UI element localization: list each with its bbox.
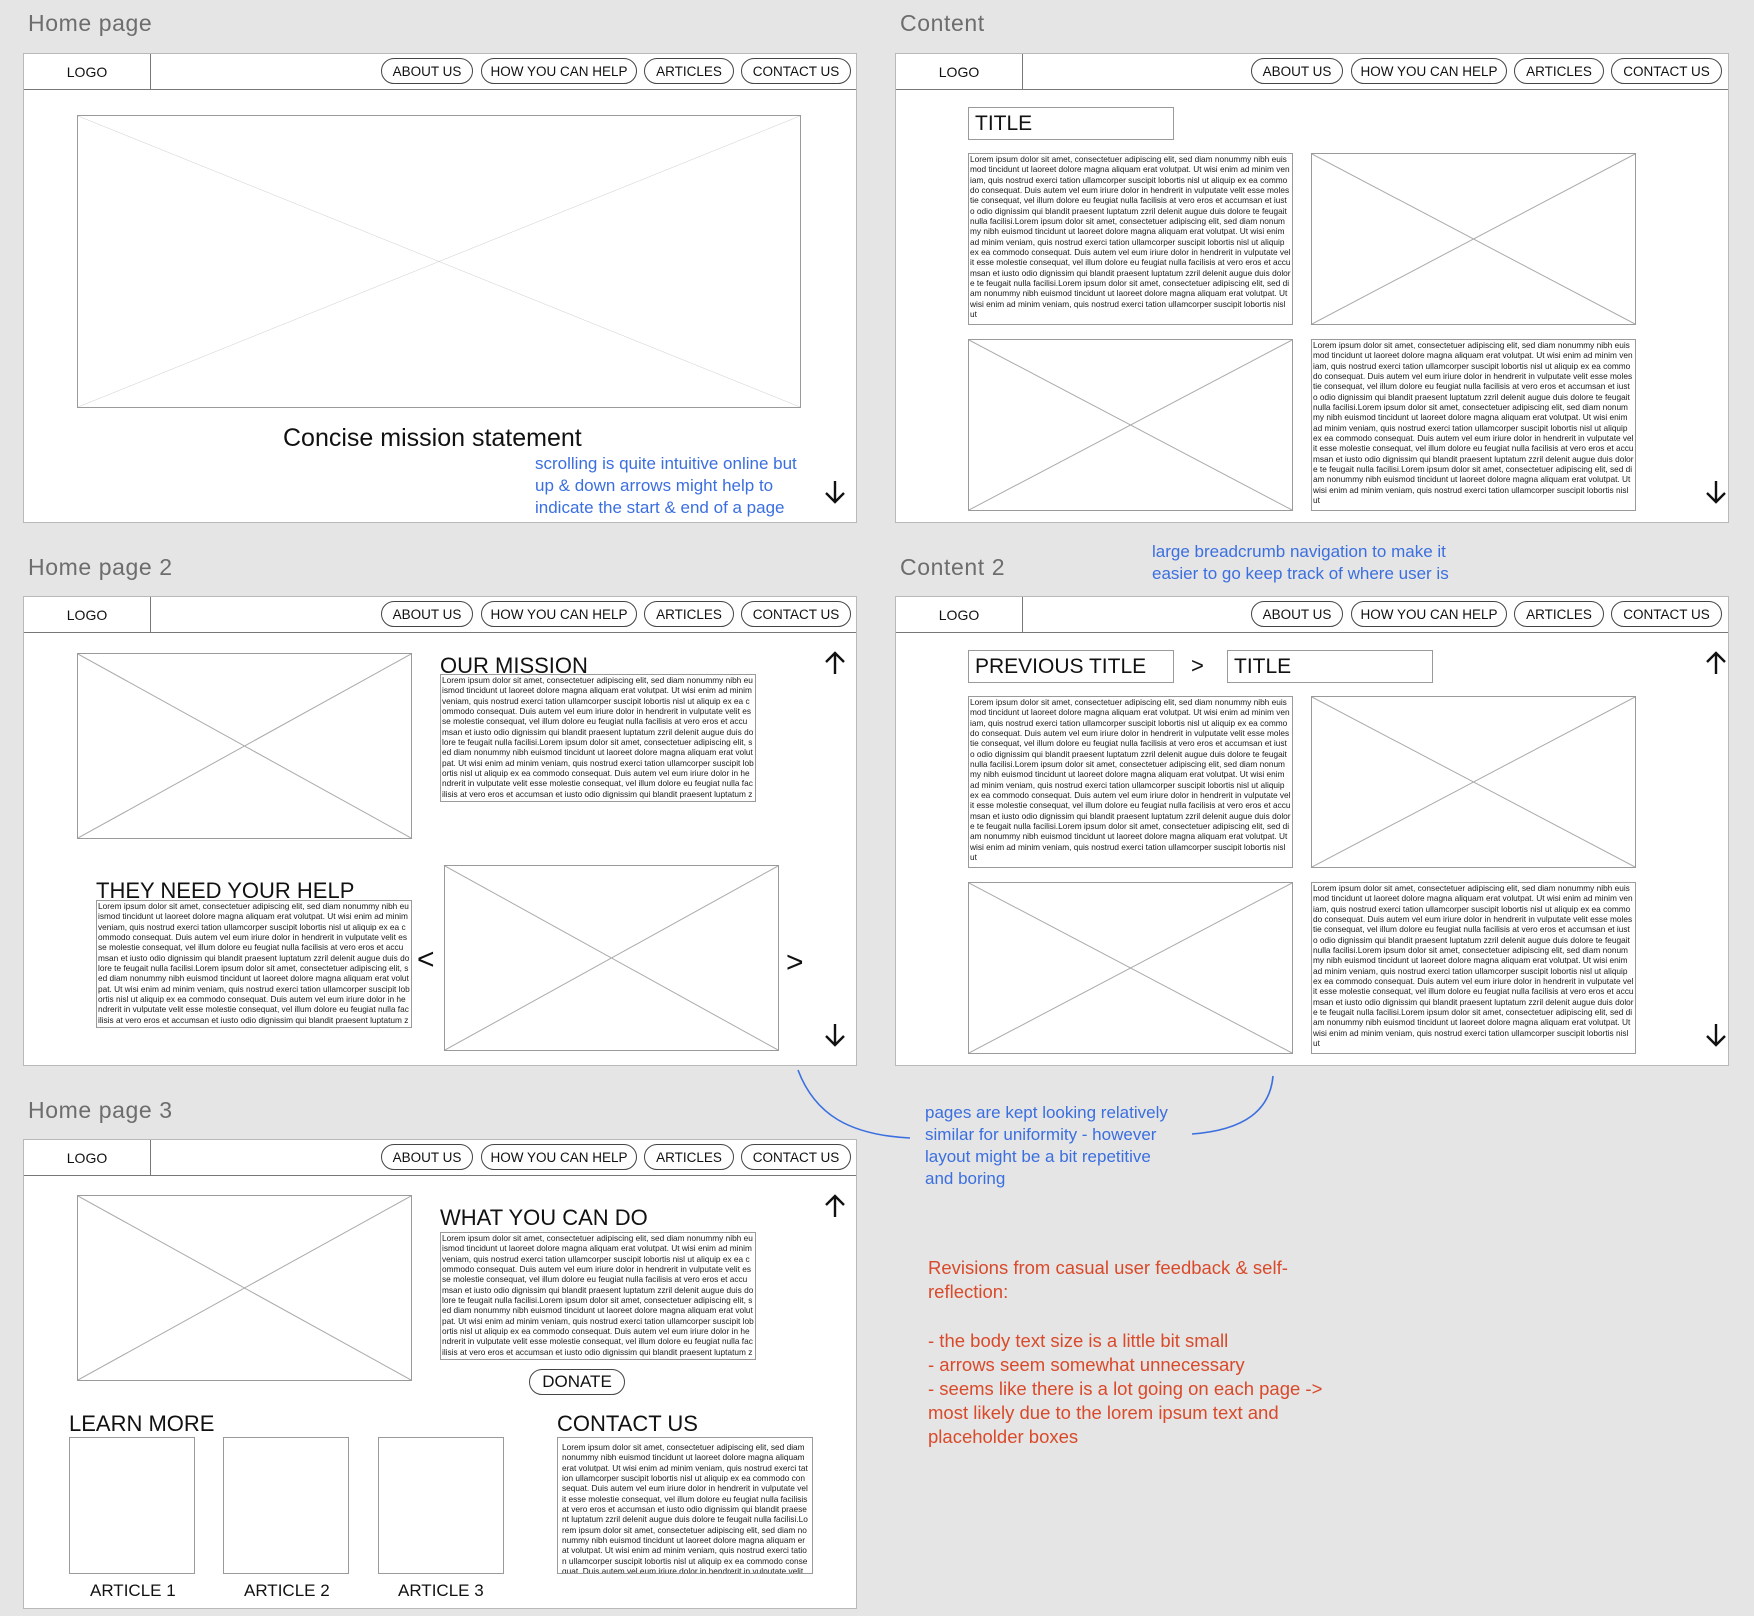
revision-item: - seems like there is a lot going on eac… <box>928 1378 1323 1399</box>
frame-label-home: Home page <box>28 10 153 36</box>
page-title: TITLE <box>968 107 1174 140</box>
breadcrumb-previous-title[interactable]: PREVIOUS TITLE <box>968 650 1174 683</box>
nav-how-you-can-help[interactable]: HOW YOU CAN HELP <box>1351 601 1507 627</box>
our-mission-heading: OUR MISSION <box>440 653 588 678</box>
revisions-list: - the body text size is a little bit sma… <box>928 1329 1322 1449</box>
article-card-3[interactable] <box>378 1437 504 1574</box>
home-page-3-frame: LOGO ABOUT US HOW YOU CAN HELP ARTICLES … <box>23 1139 857 1609</box>
scroll-down-arrow-icon[interactable] <box>823 1022 847 1048</box>
contact-text-block: Lorem ipsum dolor sit amet, consectetuer… <box>557 1437 813 1574</box>
navbar: LOGO ABOUT US HOW YOU CAN HELP ARTICLES … <box>24 1140 856 1176</box>
revisions-heading: Revisions from casual user feedback & se… <box>928 1257 1288 1302</box>
they-need-your-help-heading: THEY NEED YOUR HELP <box>96 878 355 903</box>
breadcrumb-separator: > <box>1191 653 1204 678</box>
image-placeholder <box>77 1195 412 1381</box>
navbar: LOGO ABOUT US HOW YOU CAN HELP ARTICLES … <box>24 54 856 90</box>
frame-label-home-3: Home page 3 <box>28 1097 173 1123</box>
body-text-block: Lorem ipsum dolor sit amet, consectetuer… <box>1311 339 1636 511</box>
nav-how-you-can-help[interactable]: HOW YOU CAN HELP <box>481 58 637 84</box>
logo[interactable]: LOGO <box>896 54 1023 89</box>
logo[interactable]: LOGO <box>896 597 1023 632</box>
scroll-up-arrow-icon[interactable] <box>1704 650 1728 676</box>
carousel-prev-button[interactable]: < <box>417 943 435 976</box>
nav-about-us[interactable]: ABOUT US <box>1251 601 1343 627</box>
image-placeholder <box>77 653 412 839</box>
nav-about-us[interactable]: ABOUT US <box>381 58 473 84</box>
nav-articles[interactable]: ARTICLES <box>644 601 734 627</box>
learn-more-heading: LEARN MORE <box>69 1411 215 1436</box>
nav-about-us[interactable]: ABOUT US <box>381 601 473 627</box>
nav-articles[interactable]: ARTICLES <box>1514 601 1604 627</box>
nav-how-you-can-help[interactable]: HOW YOU CAN HELP <box>481 601 637 627</box>
navbar: LOGO ABOUT US HOW YOU CAN HELP ARTICLES … <box>24 597 856 633</box>
home-page-frame: LOGO ABOUT US HOW YOU CAN HELP ARTICLES … <box>23 53 857 523</box>
mission-text-block: Lorem ipsum dolor sit amet, consectetuer… <box>440 674 756 802</box>
article-card-1[interactable] <box>69 1437 195 1574</box>
revision-item: - the body text size is a little bit sma… <box>928 1330 1229 1351</box>
nav-about-us[interactable]: ABOUT US <box>381 1144 473 1170</box>
article-2-label[interactable]: ARTICLE 2 <box>244 1581 330 1600</box>
contact-us-heading: CONTACT US <box>557 1411 698 1436</box>
scroll-up-arrow-icon[interactable] <box>823 1193 847 1219</box>
nav-contact-us[interactable]: CONTACT US <box>741 58 851 84</box>
frame-label-home-2: Home page 2 <box>28 554 173 580</box>
donate-button[interactable]: DONATE <box>529 1369 625 1395</box>
content-page-frame: LOGO ABOUT US HOW YOU CAN HELP ARTICLES … <box>895 53 1729 523</box>
body-text-block: Lorem ipsum dolor sit amet, consectetuer… <box>968 153 1293 325</box>
body-text-block: Lorem ipsum dolor sit amet, consectetuer… <box>1311 882 1636 1054</box>
content-page-2-frame: LOGO ABOUT US HOW YOU CAN HELP ARTICLES … <box>895 596 1729 1066</box>
image-placeholder <box>968 882 1293 1054</box>
help-text-block: Lorem ipsum dolor sit amet, consectetuer… <box>96 900 412 1028</box>
revision-item: - arrows seem somewhat unnecessary <box>928 1354 1245 1375</box>
nav-contact-us[interactable]: CONTACT US <box>741 1144 851 1170</box>
logo[interactable]: LOGO <box>24 597 151 632</box>
breadcrumb-current-title: TITLE <box>1227 650 1433 683</box>
carousel-image-placeholder <box>444 865 779 1051</box>
nav-articles[interactable]: ARTICLES <box>644 58 734 84</box>
nav-about-us[interactable]: ABOUT US <box>1251 58 1343 84</box>
hero-image-placeholder <box>77 115 801 408</box>
home-page-2-frame: LOGO ABOUT US HOW YOU CAN HELP ARTICLES … <box>23 596 857 1066</box>
scroll-down-arrow-icon[interactable] <box>1704 479 1728 505</box>
image-placeholder <box>968 339 1293 511</box>
body-text-block: Lorem ipsum dolor sit amet, consectetuer… <box>968 696 1293 868</box>
nav-contact-us[interactable]: CONTACT US <box>1611 58 1722 84</box>
logo[interactable]: LOGO <box>24 1140 151 1175</box>
frame-label-content-2: Content 2 <box>900 554 1006 580</box>
nav-contact-us[interactable]: CONTACT US <box>1611 601 1722 627</box>
scroll-up-arrow-icon[interactable] <box>823 650 847 676</box>
frame-label-content: Content <box>900 10 985 36</box>
revision-item: most likely due to the lorem ipsum text … <box>928 1402 1279 1423</box>
scroll-down-arrow-icon[interactable] <box>823 479 847 505</box>
mission-statement: Concise mission statement <box>283 424 582 452</box>
navbar: LOGO ABOUT US HOW YOU CAN HELP ARTICLES … <box>896 597 1728 633</box>
image-placeholder <box>1311 153 1636 325</box>
nav-how-you-can-help[interactable]: HOW YOU CAN HELP <box>1351 58 1507 84</box>
image-placeholder <box>1311 696 1636 868</box>
what-you-can-do-text: Lorem ipsum dolor sit amet, consectetuer… <box>440 1232 756 1360</box>
article-card-2[interactable] <box>223 1437 349 1574</box>
nav-articles[interactable]: ARTICLES <box>644 1144 734 1170</box>
what-you-can-do-heading: WHAT YOU CAN DO <box>440 1205 648 1230</box>
revision-item: placeholder boxes <box>928 1426 1079 1447</box>
article-1-label[interactable]: ARTICLE 1 <box>90 1581 176 1600</box>
navbar: LOGO ABOUT US HOW YOU CAN HELP ARTICLES … <box>896 54 1728 90</box>
article-3-label[interactable]: ARTICLE 3 <box>398 1581 484 1600</box>
logo[interactable]: LOGO <box>24 54 151 89</box>
carousel-next-button[interactable]: > <box>786 946 804 979</box>
scroll-down-arrow-icon[interactable] <box>1704 1022 1728 1048</box>
nav-articles[interactable]: ARTICLES <box>1514 58 1604 84</box>
nav-how-you-can-help[interactable]: HOW YOU CAN HELP <box>481 1144 637 1170</box>
nav-contact-us[interactable]: CONTACT US <box>741 601 851 627</box>
